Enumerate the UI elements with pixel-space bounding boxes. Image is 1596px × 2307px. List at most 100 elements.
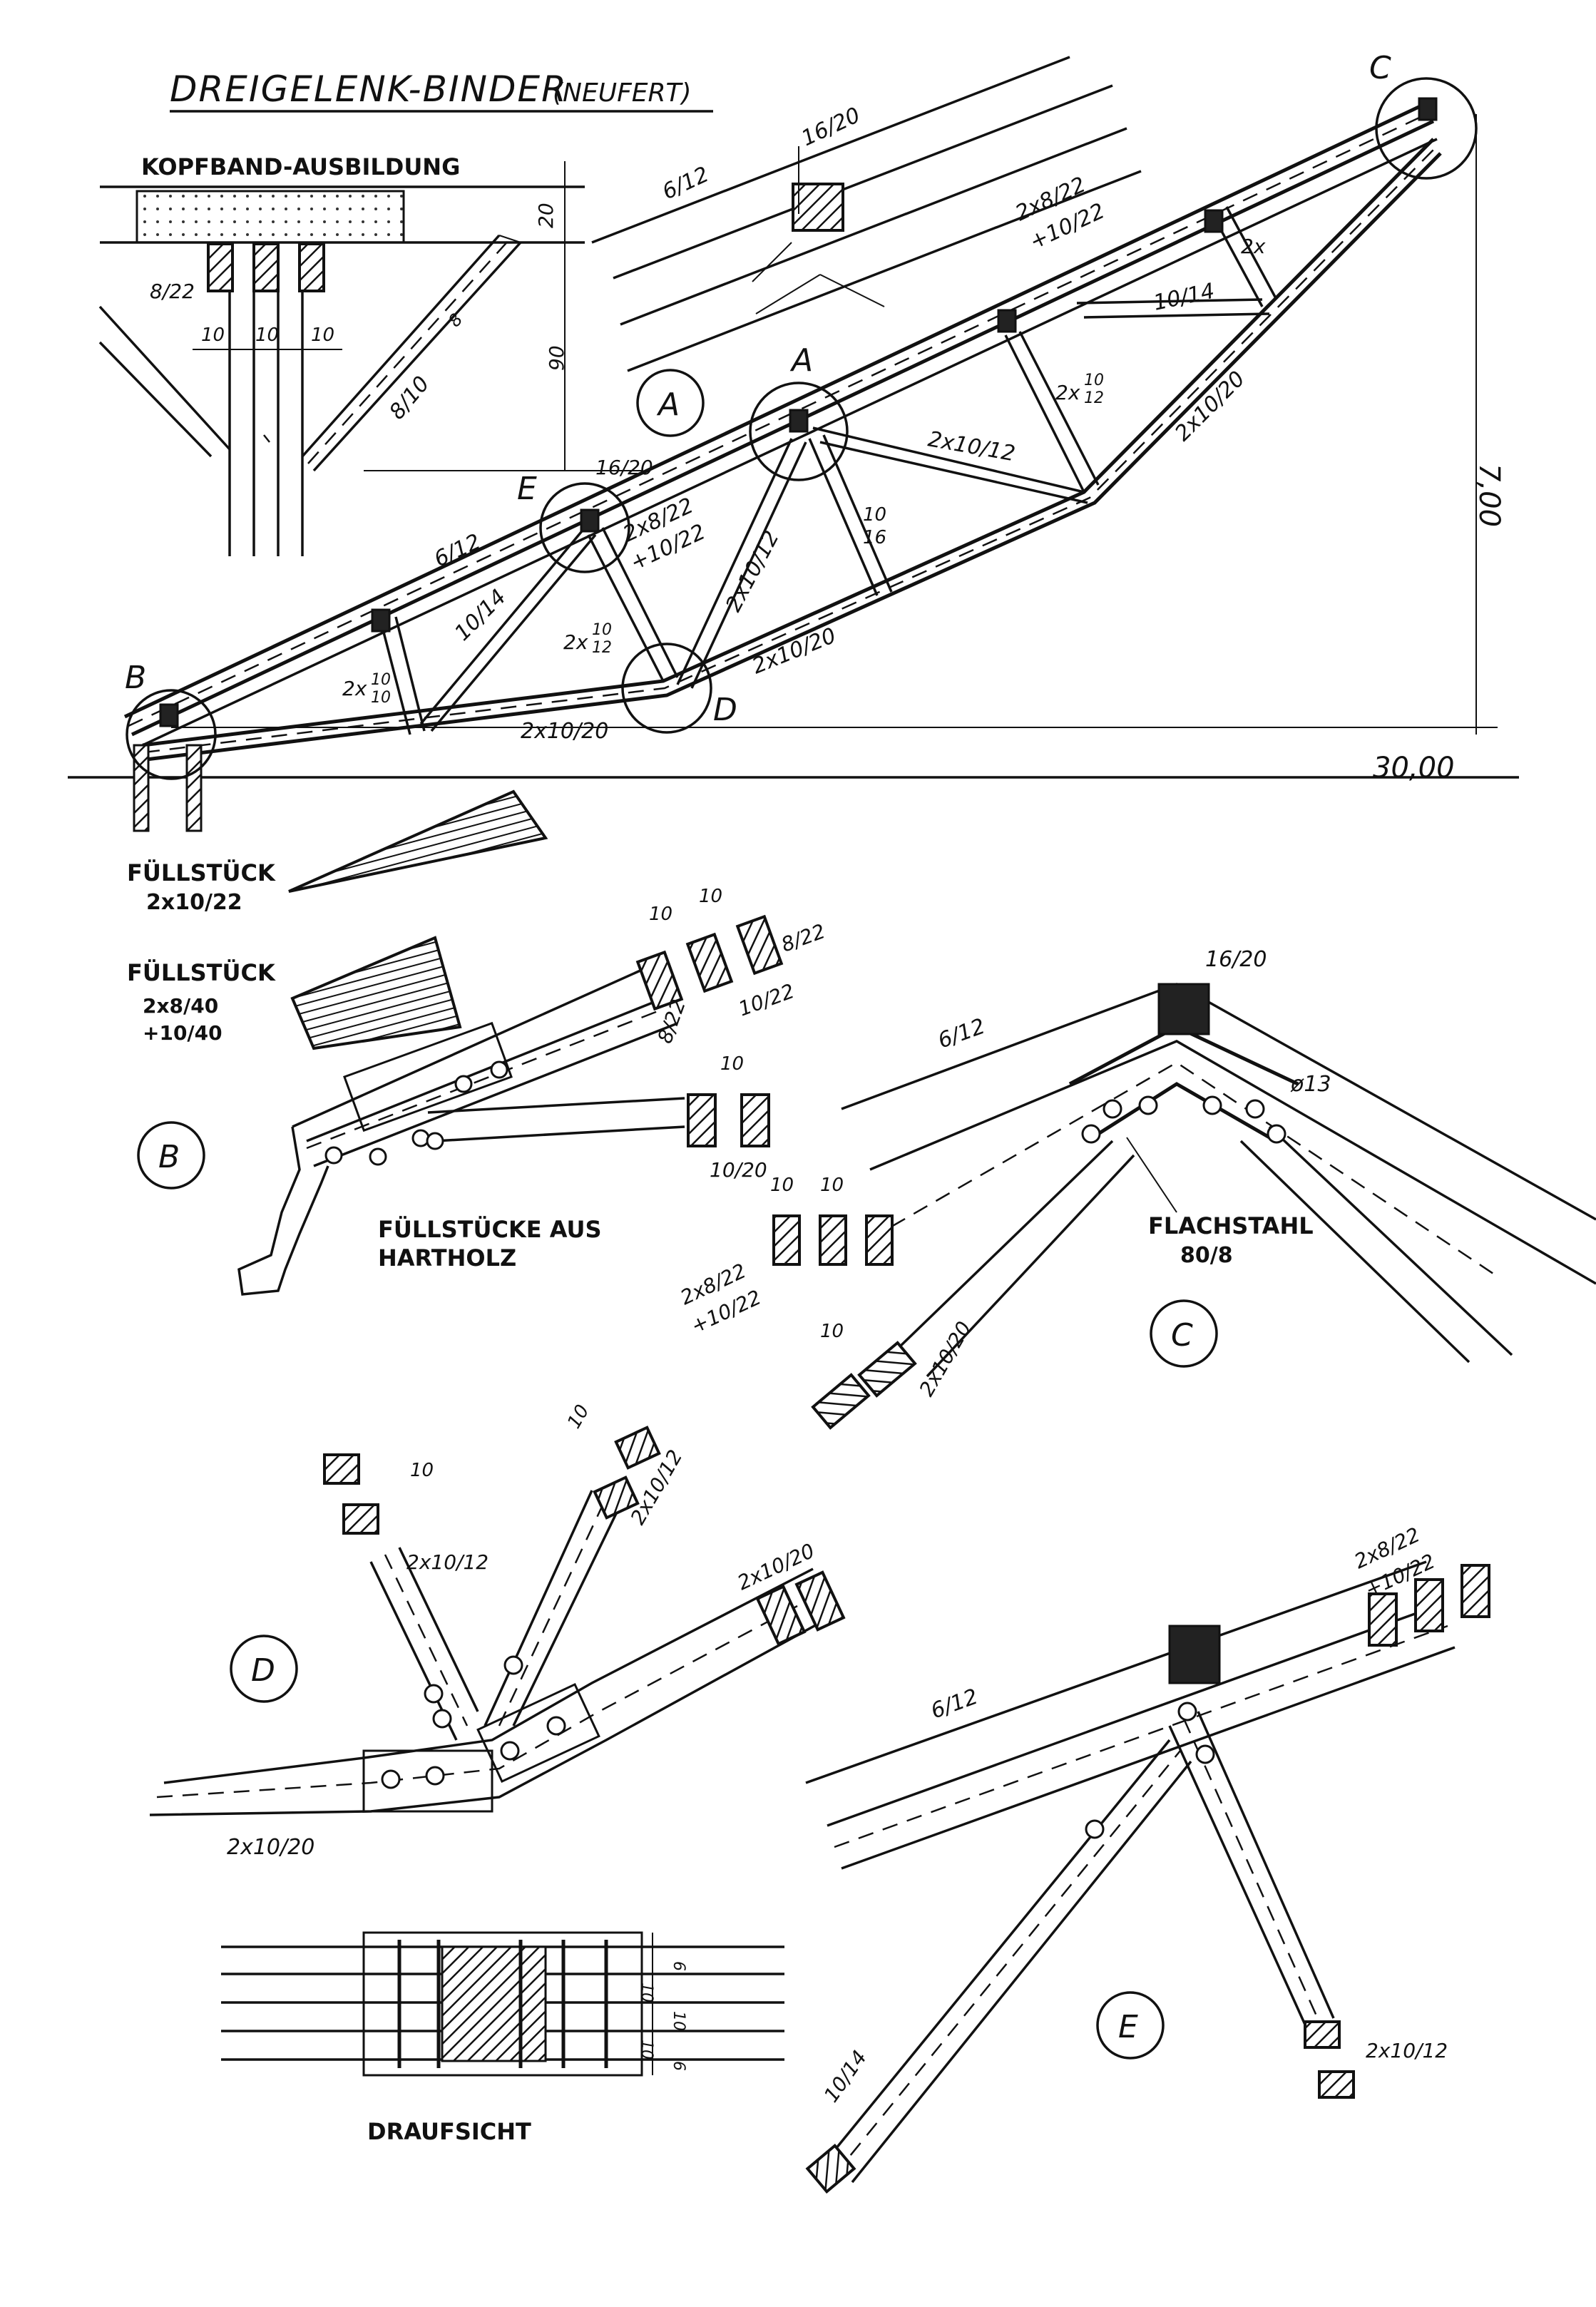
- truss-height: 7,00: [1473, 464, 1505, 527]
- detail-c-purlin-label: 16/20: [1205, 947, 1267, 972]
- detail-b-s3: 10: [720, 1053, 744, 1075]
- kopfband-section-left: [207, 242, 234, 292]
- detail-c-s3: 10: [820, 1321, 844, 1342]
- marker-circle-d: [621, 643, 712, 734]
- kopfband-heading: KOPFBAND-AUSBILDUNG: [141, 153, 460, 180]
- fuellstueck2-size-a: 2x8/40: [143, 994, 218, 1018]
- detail-e-section: [1304, 2020, 1341, 2049]
- detail-b-section: [687, 1093, 717, 1147]
- kopfband-dim-90: 90: [545, 345, 568, 371]
- truss-frac-10-c: 10: [592, 621, 612, 639]
- kopfband-detail: KOPFBAND-AUSBILDUNG 8/22 10 10 10 8/10 8…: [98, 153, 642, 556]
- truss-frac-10-d: 10: [1084, 372, 1104, 389]
- truss-purlin: [997, 309, 1017, 333]
- truss-bottom-right: 2x10/20: [1170, 367, 1250, 446]
- inset-purlin: [792, 183, 844, 232]
- detail-e-section: [1461, 1564, 1490, 1618]
- detail-c-circle: [1150, 1299, 1218, 1368]
- truss-frac-10-a: 10: [371, 671, 391, 689]
- detail-c-rafter: 6/12: [935, 1014, 988, 1054]
- truss-bottom-left: 2x10/20: [521, 719, 608, 744]
- marker-circle-a: [749, 382, 849, 481]
- detail-c-purlin: [1157, 983, 1210, 1035]
- detail-c: 16/20 6/12 ø13 FLACHSTAHL 80/8 C 10 10 2…: [677, 947, 1596, 1430]
- detail-c-section: [865, 1214, 894, 1266]
- support-column-left: [133, 744, 150, 832]
- fuellstueck1-wedge: [288, 789, 548, 893]
- kopfband-w3: 10: [311, 324, 334, 346]
- detail-c-section: [772, 1214, 801, 1266]
- truss-purlin-16-20: 16/20: [798, 103, 864, 151]
- detail-c-steel-a: FLACHSTAHL: [1148, 1212, 1314, 1239]
- truss-purlin: [580, 508, 600, 533]
- truss-purlin: [159, 703, 179, 727]
- truss-purlin: [789, 409, 809, 433]
- detail-b-note-b: HARTHOLZ: [378, 1244, 516, 1272]
- detail-e-purlin: [1168, 1625, 1221, 1684]
- detail-b-section: [685, 932, 734, 993]
- detail-c-s1: 10: [770, 1175, 794, 1196]
- detail-d-circle: [230, 1635, 298, 1703]
- kopfband-section-mid: [252, 242, 280, 292]
- detail-d-bottom: 2x10/20: [227, 1835, 314, 1860]
- callout-circle-a: [636, 369, 705, 437]
- detail-e-label: E: [1118, 2009, 1138, 2045]
- detail-e-diag: 10/14: [819, 2046, 871, 2107]
- marker-label-d: D: [713, 692, 737, 728]
- detail-e-circle: [1096, 1991, 1165, 2060]
- truss-purlin: [1418, 97, 1438, 121]
- kopfband-w2: 10: [255, 324, 279, 346]
- detail-b-section: [635, 950, 684, 1011]
- draufsicht-d4: 10: [638, 2040, 655, 2060]
- marker-circle-e: [539, 482, 630, 573]
- truss-frac-10-b: 10: [371, 689, 391, 707]
- fuellstueck1-size: 2x10/22: [146, 890, 242, 915]
- truss-vert-10: 10: [863, 504, 886, 526]
- detail-d-section: [323, 1453, 360, 1485]
- detail-c-section: [857, 1341, 917, 1398]
- truss-bottom-mid: 2x10/20: [749, 623, 839, 680]
- detail-b-s1: 10: [649, 904, 672, 925]
- detail-c-bolt: ø13: [1290, 1072, 1331, 1097]
- truss-vert-2x-left: 2x: [342, 677, 367, 700]
- draufsicht-d3: 10: [670, 2011, 687, 2031]
- fuellstueck2-wedge: [290, 936, 462, 1050]
- marker-label-b: B: [125, 660, 146, 696]
- detail-d-s2: 10: [563, 1401, 594, 1433]
- detail-b-sec-8-22-a: 8/22: [778, 919, 828, 957]
- detail-d-label: D: [251, 1652, 275, 1689]
- detail-c-label: C: [1171, 1317, 1193, 1354]
- detail-b-note-a: FÜLLSTÜCKE AUS: [378, 1216, 602, 1243]
- draufsicht-label: DRAUFSICHT: [367, 2118, 531, 2145]
- detail-e-section: [805, 2144, 856, 2194]
- truss-diag-2x10-12-b: 2x10/12: [926, 426, 1018, 466]
- draufsicht-d2: 10: [638, 1983, 655, 2002]
- truss-purlin: [371, 608, 391, 633]
- fuellstueck2-label: FÜLLSTÜCK: [127, 959, 276, 986]
- detail-c-sec-c: 2x10/20: [914, 1317, 976, 1400]
- truss-vert-2x-top: 2x: [1241, 235, 1266, 258]
- kopfband-sec-8-22: 8/22: [150, 280, 195, 303]
- kopfband-w1: 10: [201, 324, 225, 346]
- detail-b-section: [735, 914, 784, 976]
- draufsicht-d1: 6: [670, 1961, 687, 1971]
- marker-label-e: E: [517, 471, 537, 507]
- detail-c-section: [811, 1373, 871, 1430]
- detail-e-section: [1318, 2070, 1355, 2099]
- detail-d-section: [614, 1426, 661, 1470]
- detail-d-section: [755, 1585, 807, 1646]
- detail-e: 6/12 2x8/22 +10/22 10/14 2x10/12 E: [805, 1523, 1490, 2194]
- truss-diag-10-14-right: 10/14: [1151, 279, 1217, 316]
- truss-frac-12-b: 12: [1084, 389, 1104, 407]
- draufsicht: 6 10 10 10 6 DRAUFSICHT: [221, 1931, 784, 2145]
- kopfband-section-right: [298, 242, 325, 292]
- detail-b-s2: 10: [699, 886, 722, 907]
- detail-e-sec-c: 2x10/12: [1366, 2039, 1448, 2062]
- detail-e-section: [1414, 1578, 1444, 1632]
- truss-diag-10-14: 10/14: [450, 585, 511, 646]
- detail-b-sec-10-22: 10/22: [735, 979, 797, 1021]
- detail-d-s1: 10: [410, 1460, 434, 1481]
- detail-c-section: [819, 1214, 847, 1266]
- marker-circle-c: [1375, 77, 1478, 180]
